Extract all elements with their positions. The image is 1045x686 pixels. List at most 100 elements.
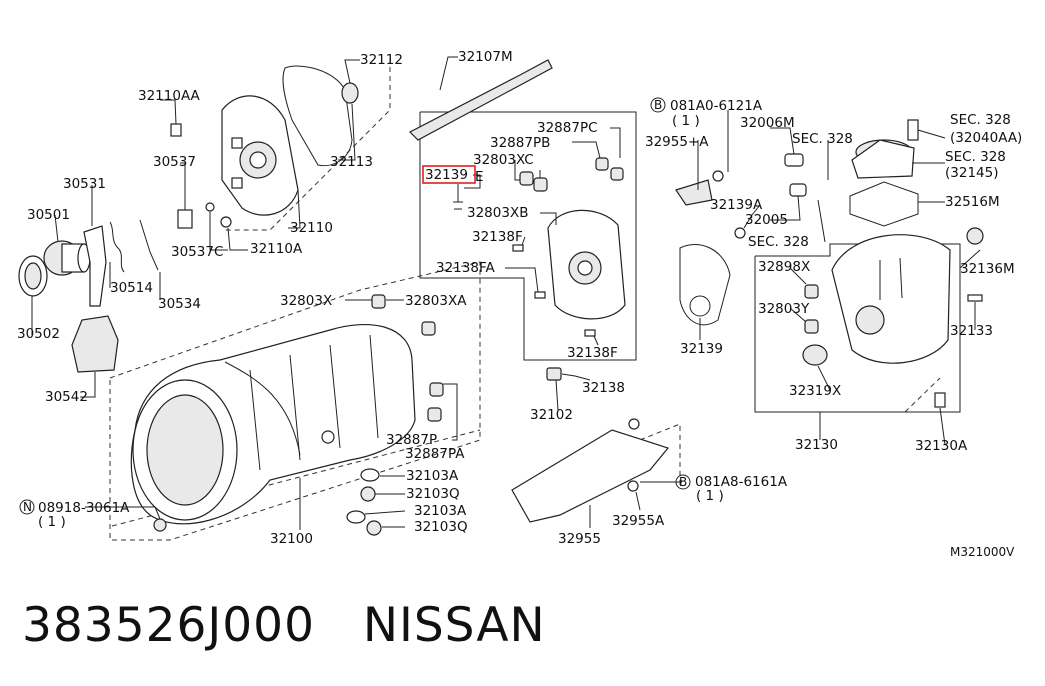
label-32139-right[interactable]: 32139 (680, 341, 723, 357)
bushing-32803Y (804, 319, 819, 334)
label-30542[interactable]: 30542 (45, 389, 88, 405)
label-32138FA[interactable]: 32138FA (436, 260, 495, 276)
dowel-32139 (453, 184, 463, 210)
label-32110AA[interactable]: 32110AA (138, 88, 201, 104)
label-32887PA[interactable]: 32887PA (405, 446, 465, 462)
label-32887PC[interactable]: 32887PC (537, 120, 598, 136)
label-32139[interactable]: 32139 (425, 167, 468, 183)
bushing-32887PC-a (595, 157, 609, 171)
label-sec328-d[interactable]: SEC. 328 (748, 234, 809, 250)
label-081A8-qty: ( 1 ) (696, 488, 724, 504)
sleeve-30502 (18, 255, 48, 297)
strip-32107M (408, 59, 553, 141)
label-32145[interactable]: (32145) (945, 165, 998, 181)
label-32887P[interactable]: 32887P (386, 432, 437, 448)
release-bearing-30501 (43, 240, 91, 276)
label-32138F-b[interactable]: 32138F (567, 345, 618, 361)
label-32516M[interactable]: 32516M (945, 194, 1000, 210)
label-30534[interactable]: 30534 (158, 296, 201, 312)
label-32955PA[interactable]: 32955+A (645, 134, 709, 150)
washer-32139A (734, 227, 746, 239)
label-32103Q-a[interactable]: 32103Q (406, 486, 460, 502)
gasket-32516M (849, 181, 919, 227)
footer-caption: 383526J000 NISSAN (22, 598, 546, 653)
label-32803XA[interactable]: 32803XA (405, 293, 467, 309)
label-32136M[interactable]: 32136M (960, 261, 1015, 277)
label-diagram-code: M321000V (950, 545, 1015, 559)
label-32133[interactable]: 32133 (950, 323, 993, 339)
seal-32136M (966, 227, 984, 245)
label-32803X[interactable]: 32803X (280, 293, 332, 309)
part-labels: 32112 32107M 32110AA 32113 30537 30531 3… (17, 49, 1022, 559)
label-30537C[interactable]: 30537C (171, 244, 223, 260)
label-08918-qty: ( 1 ) (38, 514, 66, 530)
transmission-case-32100 (130, 324, 416, 525)
n-circle (19, 499, 35, 515)
label-32803Y[interactable]: 32803Y (758, 301, 810, 317)
label-32113[interactable]: 32113 (330, 154, 373, 170)
label-30514[interactable]: 30514 (110, 280, 153, 296)
label-30537[interactable]: 30537 (153, 154, 196, 170)
label-32040AA[interactable]: (32040AA) (950, 130, 1022, 146)
label-N-symbol: N (23, 500, 32, 514)
extension-housing-32130 (831, 234, 951, 364)
oring-32103A-b (346, 510, 366, 524)
pin-32138F-a (512, 244, 524, 252)
label-sec328-b[interactable]: SEC. 328 (950, 112, 1011, 128)
bushing-32803X (371, 294, 386, 309)
label-08918[interactable]: 08918-3061A (38, 500, 130, 516)
label-32887PB[interactable]: 32887PB (490, 135, 550, 151)
label-081A0[interactable]: 081A0-6121A (670, 98, 763, 114)
label-32107M[interactable]: 32107M (458, 49, 513, 65)
label-32803XC[interactable]: 32803XC (473, 152, 534, 168)
bolt-32110AA (170, 123, 182, 137)
front-cover-32110 (221, 95, 299, 216)
label-30501[interactable]: 30501 (27, 207, 70, 223)
b-circle-upper (650, 97, 666, 113)
label-32130[interactable]: 32130 (795, 437, 838, 453)
label-32110[interactable]: 32110 (290, 220, 333, 236)
label-32138F-a[interactable]: 32138F (472, 229, 523, 245)
bushing-32803XA (421, 321, 436, 336)
bushing-32887PC-b (610, 167, 624, 181)
label-081A8[interactable]: 081A8-6161A (695, 474, 788, 490)
parts (18, 59, 984, 536)
lever-30531 (83, 225, 107, 307)
label-32103Q-b[interactable]: 32103Q (414, 519, 468, 535)
plug-32103Q-b (366, 520, 382, 536)
label-sec328-a[interactable]: SEC. 328 (792, 131, 853, 147)
label-32130A[interactable]: 32130A (915, 438, 968, 454)
pin-32138F-b (584, 329, 596, 337)
bracket-32145 (851, 139, 915, 179)
label-32138[interactable]: 32138 (582, 380, 625, 396)
label-32319X[interactable]: 32319X (789, 383, 841, 399)
label-32103A-a[interactable]: 32103A (406, 468, 459, 484)
cover-32955 (511, 429, 670, 523)
boot-30542 (71, 315, 119, 373)
pin-30537 (177, 209, 193, 229)
label-32110A[interactable]: 32110A (250, 241, 303, 257)
label-32139A[interactable]: 32139A (710, 197, 763, 213)
bracket-32955PA (675, 179, 713, 206)
label-30502[interactable]: 30502 (17, 326, 60, 342)
label-32955A[interactable]: 32955A (612, 513, 665, 529)
clip-30537C (205, 202, 215, 212)
b-circle-lower (675, 474, 691, 490)
label-32103A-b[interactable]: 32103A (414, 503, 467, 519)
label-32100[interactable]: 32100 (270, 531, 313, 547)
label-32102[interactable]: 32102 (530, 407, 573, 423)
label-32955[interactable]: 32955 (558, 531, 601, 547)
gasket-32112 (282, 65, 353, 167)
leader-lines (31, 56, 981, 530)
label-32005[interactable]: 32005 (745, 212, 788, 228)
label-32803XB[interactable]: 32803XB (467, 205, 528, 221)
label-sec328-c[interactable]: SEC. 328 (945, 149, 1006, 165)
label-32006M[interactable]: 32006M (740, 115, 795, 131)
bushing-32887PB (519, 171, 534, 186)
label-30531[interactable]: 30531 (63, 176, 106, 192)
label-32898X[interactable]: 32898X (758, 259, 810, 275)
label-32112[interactable]: 32112 (360, 52, 403, 68)
oring-32103A-a (360, 468, 380, 482)
gasket-hole (689, 295, 711, 317)
bolt-32130A (934, 392, 946, 408)
